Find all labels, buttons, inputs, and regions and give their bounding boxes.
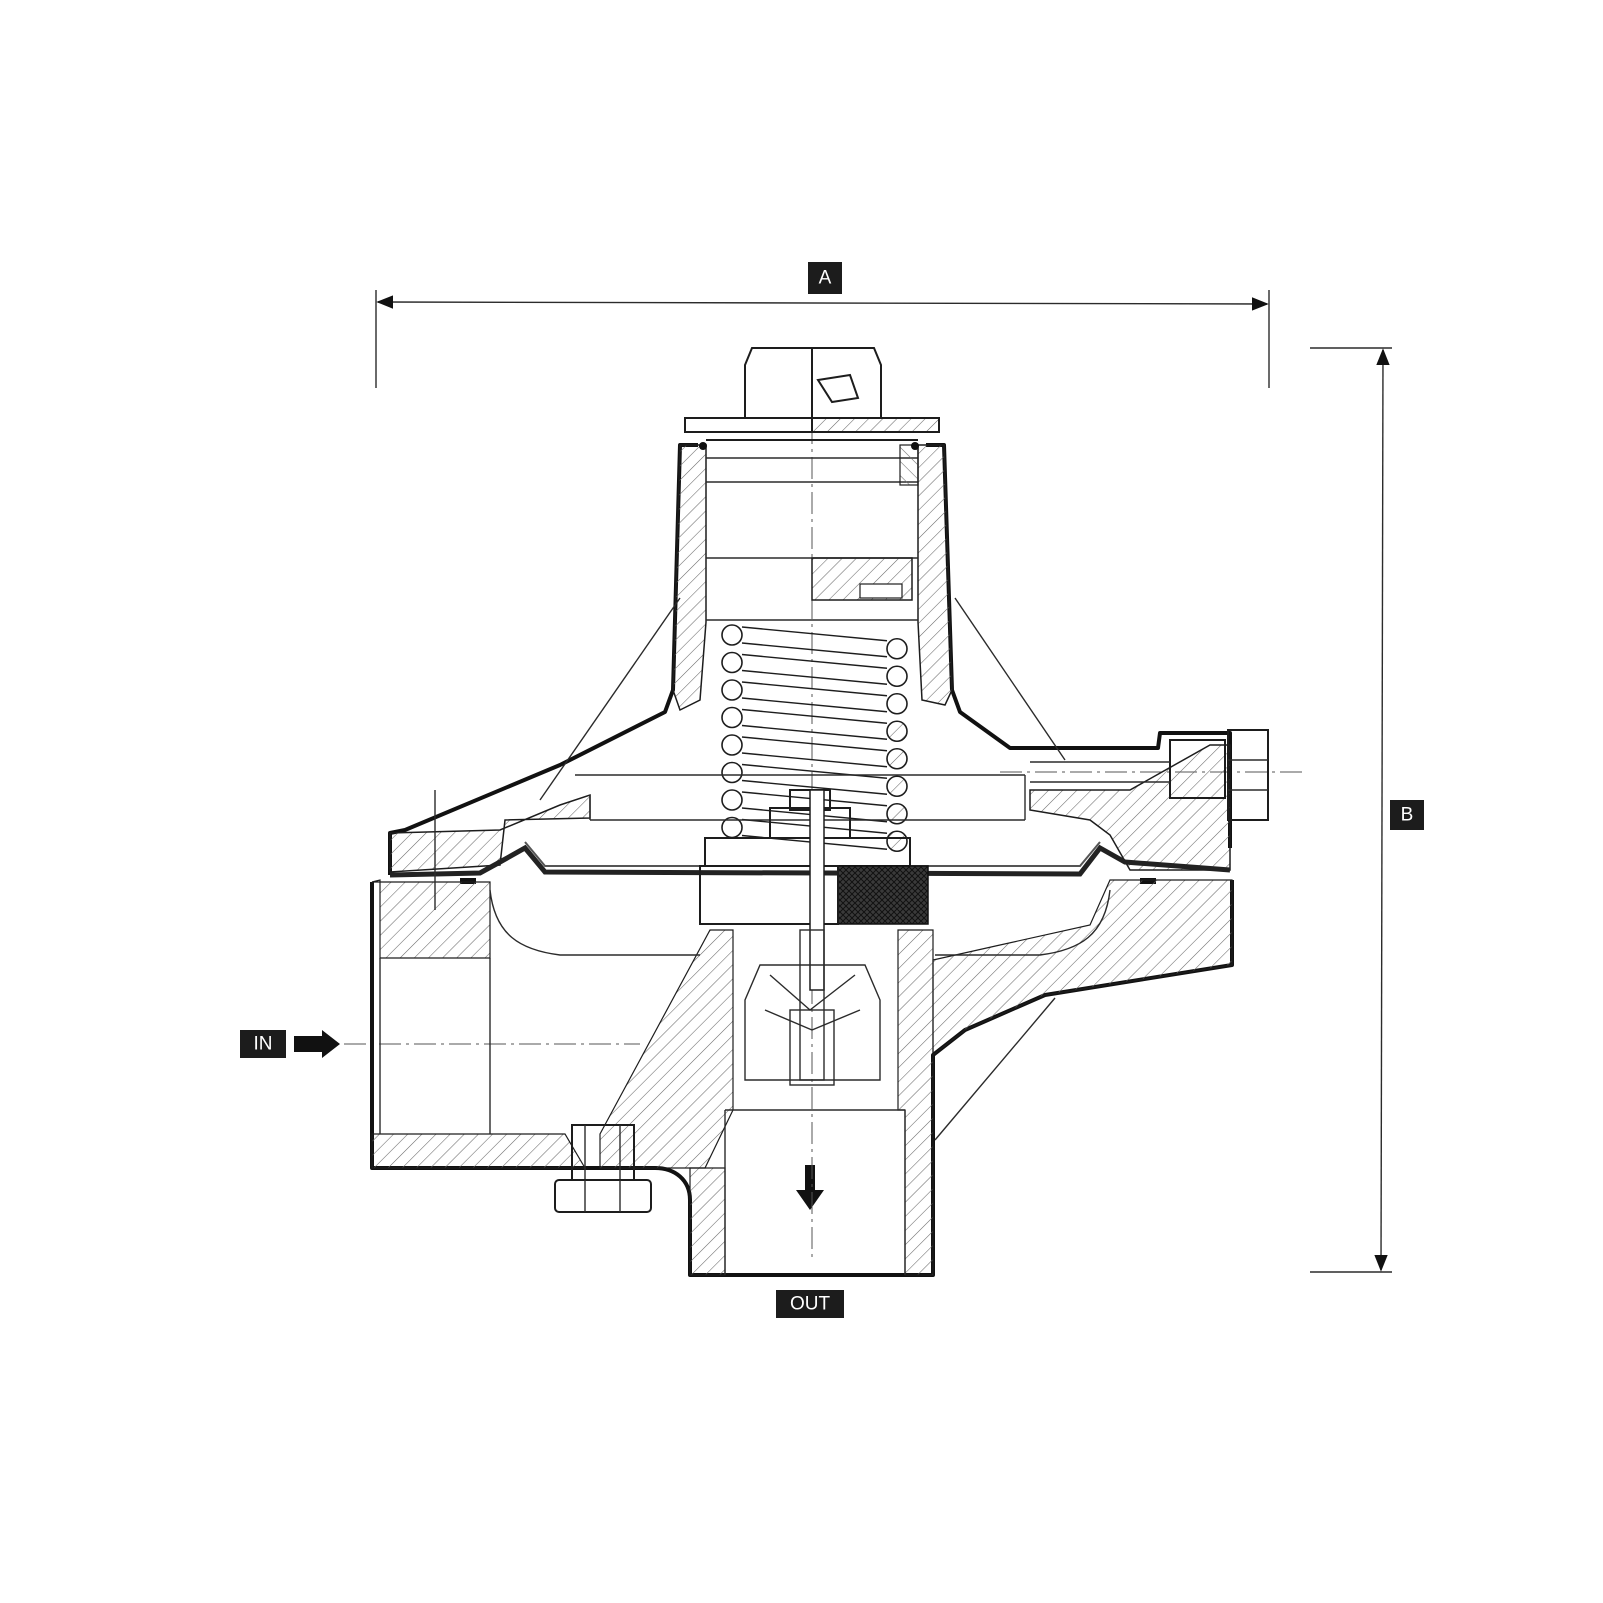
spring-coil-right [886, 830, 908, 853]
spring-wire [741, 697, 888, 713]
svg-text:IN: IN [254, 1034, 273, 1055]
spring-wire [741, 642, 888, 658]
spring-wire [741, 653, 888, 669]
spring-wire [741, 681, 888, 697]
svg-text:A: A [819, 268, 832, 289]
bonnet [388, 439, 1232, 875]
spring-coil-left [721, 734, 743, 756]
spring-wire [741, 736, 888, 752]
dimension-a-label: A [808, 262, 842, 294]
outlet-arrow-icon [796, 1165, 824, 1210]
inlet-label: IN [240, 1030, 286, 1058]
spring-coil-left [721, 624, 743, 646]
spring-coil-right [886, 747, 908, 770]
spring-coil-right [886, 720, 908, 743]
dimension-a [375, 290, 1270, 388]
spring-coil-left [721, 706, 743, 729]
dimension-b-label: B [1390, 800, 1424, 830]
drain-bolt [554, 1124, 652, 1213]
spring-coil-left [721, 679, 743, 701]
spring-wire [741, 708, 888, 724]
spring-coil-left [721, 651, 743, 674]
spring-wire [741, 669, 888, 685]
spring-coil-right [886, 692, 908, 715]
spring-coil-right [886, 665, 908, 688]
spring-wire [741, 752, 888, 768]
spring-coil-right [886, 637, 908, 660]
svg-text:B: B [1401, 805, 1414, 826]
dimension-b [1310, 347, 1392, 1273]
spring-wire [741, 763, 888, 779]
svg-text:OUT: OUT [790, 1294, 831, 1315]
spring-wire [741, 724, 888, 740]
valve-body [370, 597, 1234, 1277]
outlet-label: OUT [776, 1290, 844, 1318]
spring-coil-right [886, 775, 908, 798]
spring-coil-right [886, 802, 908, 825]
adjusting-cap [684, 347, 940, 433]
spring-wire [741, 779, 888, 795]
inlet-arrow-icon [294, 1030, 340, 1058]
spring-wire [741, 626, 888, 642]
diaphragm [389, 789, 1231, 991]
spring-coil-left [721, 789, 743, 811]
spring-coil-left [721, 761, 743, 784]
diaphragm-housing-upper [389, 729, 1269, 873]
